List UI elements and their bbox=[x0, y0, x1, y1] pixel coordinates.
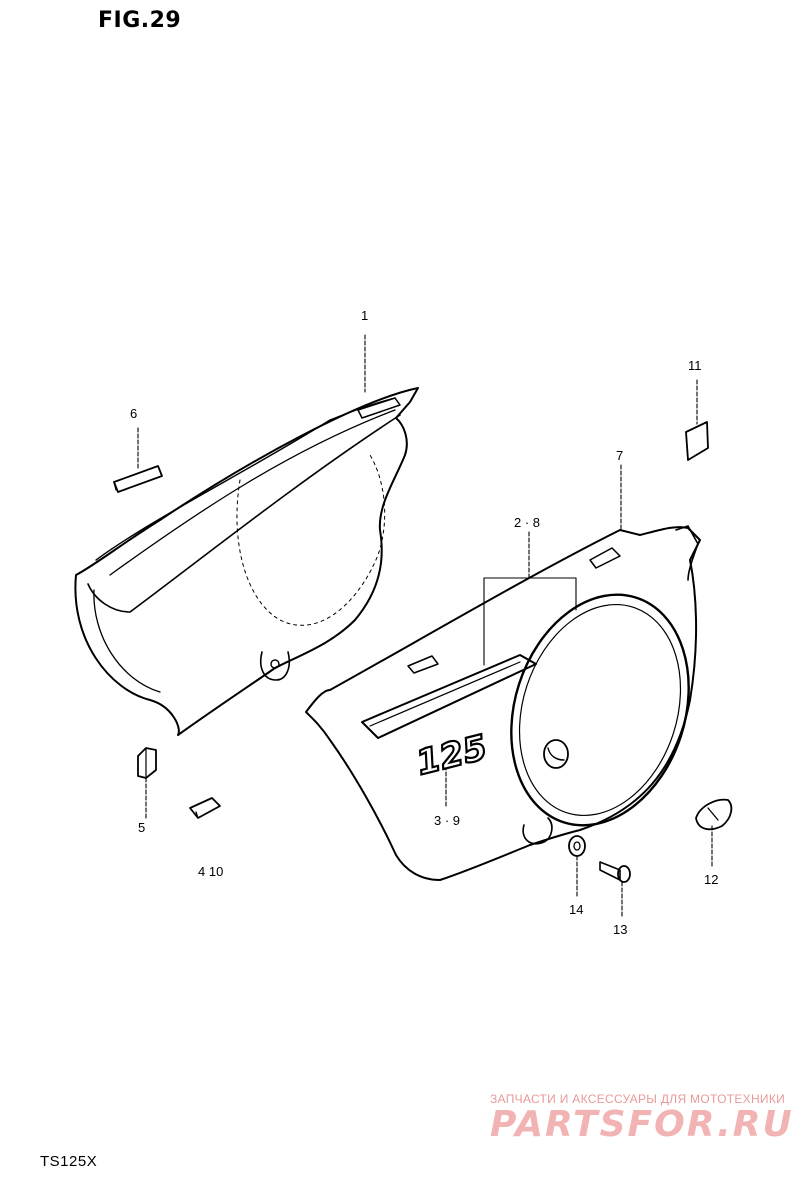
callout-1: 1 bbox=[361, 308, 368, 323]
right-side-cover bbox=[305, 525, 701, 881]
part-14-washer bbox=[568, 835, 586, 857]
part-5-grommet bbox=[137, 747, 157, 779]
watermark-tagline: ЗАПЧАСТИ И АКСЕССУАРЫ ДЛЯ МОТОТЕХНИКИ bbox=[490, 1092, 786, 1106]
callout-14: 14 bbox=[569, 902, 583, 917]
callout-12: 12 bbox=[704, 872, 718, 887]
part-6-pad bbox=[113, 465, 163, 493]
part-11-pad bbox=[685, 421, 709, 461]
leader-lines bbox=[137, 334, 713, 919]
decal-125: 125 bbox=[413, 728, 492, 784]
callout-3-9: 3 · 9 bbox=[434, 813, 460, 828]
figure-title: FIG.29 bbox=[98, 8, 182, 33]
callout-4-10: 4 10 bbox=[198, 864, 223, 879]
callout-2-8: 2 · 8 bbox=[514, 515, 540, 530]
callout-5: 5 bbox=[138, 820, 145, 835]
left-frame-cover bbox=[74, 387, 419, 736]
callout-7: 7 bbox=[616, 448, 623, 463]
callout-13: 13 bbox=[613, 922, 627, 937]
watermark-brand: PARTSFOR.RU bbox=[490, 1104, 794, 1145]
model-label: TS125X bbox=[40, 1153, 98, 1170]
part-13-screw bbox=[599, 861, 631, 883]
part-10-clip bbox=[189, 797, 221, 819]
part-12-bracket bbox=[695, 798, 733, 831]
callout-6: 6 bbox=[130, 406, 137, 421]
callout-11: 11 bbox=[688, 358, 702, 373]
